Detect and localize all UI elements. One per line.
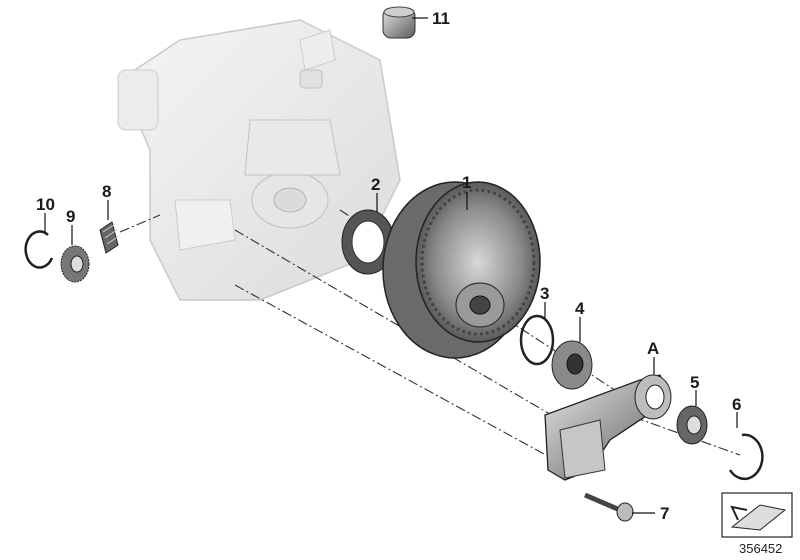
part-1-sprocket — [382, 181, 541, 359]
diagram-number: 356452 — [739, 541, 782, 556]
callout-6: 6 — [732, 395, 741, 414]
part-6-circlip — [728, 433, 764, 481]
part-10-circlip — [24, 230, 54, 269]
part-2-seal — [341, 209, 395, 275]
callout-8: 8 — [102, 182, 111, 201]
callout-10: 10 — [36, 195, 55, 214]
part-9-small-gear — [60, 245, 90, 283]
part-3-ring — [519, 314, 555, 366]
callout-2: 2 — [371, 175, 380, 194]
callout-labels: 1 2 3 4 5 6 7 8 9 10 11 A — [36, 9, 741, 523]
leader-lines — [44, 17, 738, 514]
callout-7: 7 — [660, 504, 669, 523]
callout-11: 11 — [432, 9, 450, 28]
part-11-cap — [382, 6, 416, 39]
callout-5: 5 — [690, 373, 699, 392]
housing-ghost — [117, 19, 401, 301]
part-4-nut — [551, 340, 593, 390]
exploded-view-arrow-icon — [721, 492, 793, 538]
callout-9: 9 — [66, 207, 75, 226]
part-7-bolt — [584, 492, 634, 522]
part-8-spring — [99, 221, 120, 254]
part-5-bearing — [676, 405, 708, 445]
callout-3: 3 — [540, 284, 549, 303]
part-a-bracket — [544, 374, 672, 481]
callout-a: A — [647, 339, 659, 358]
callout-4: 4 — [575, 299, 585, 318]
callout-1: 1 — [462, 173, 471, 192]
